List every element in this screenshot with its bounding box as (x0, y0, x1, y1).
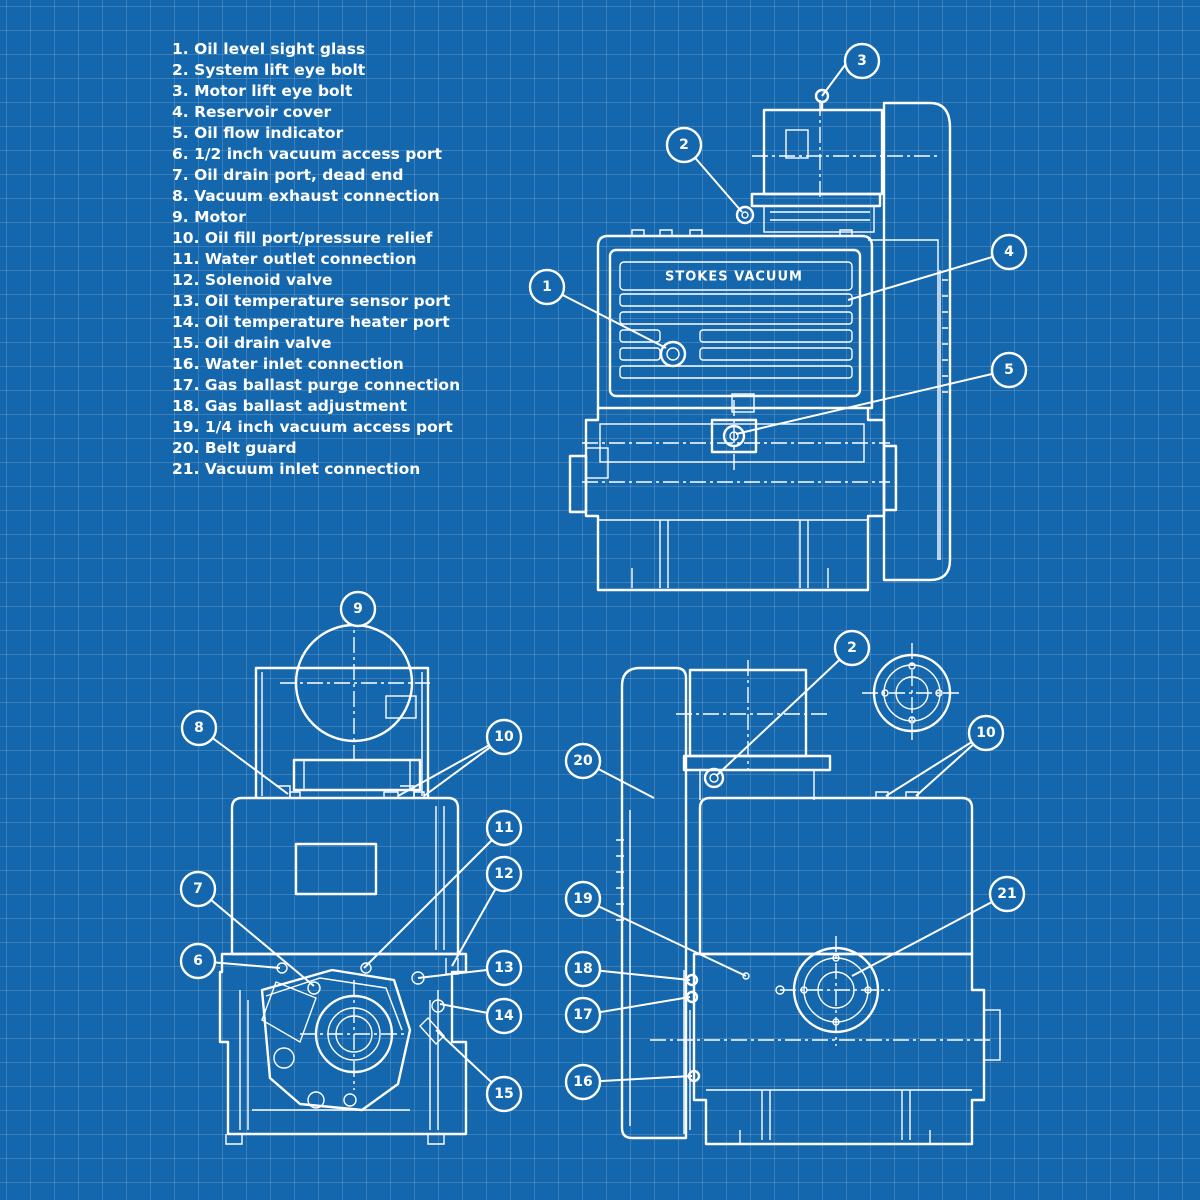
svg-text:1: 1 (542, 279, 552, 295)
legend-item: 15. Oil drain valve (172, 334, 332, 352)
callout-10b: 10 (967, 714, 1005, 752)
legend-item: 2. System lift eye bolt (172, 61, 366, 79)
legend-item: 21. Vacuum inlet connection (172, 460, 421, 478)
legend-item: 9. Motor (172, 208, 246, 226)
svg-text:4: 4 (1004, 244, 1014, 260)
callouts-left: 9 8 10 11 12 7 6 13 14 15 (179, 590, 523, 1113)
callout-15: 15 (485, 1075, 523, 1113)
legend-item: 17. Gas ballast purge connection (172, 376, 461, 394)
svg-text:14: 14 (494, 1008, 514, 1024)
svg-text:10: 10 (494, 729, 514, 745)
legend-item: 6. 1/2 inch vacuum access port (172, 145, 443, 163)
svg-text:18: 18 (573, 961, 592, 977)
callout-20: 20 (564, 742, 602, 780)
legend-item: 19. 1/4 inch vacuum access port (172, 418, 453, 436)
legend-item: 12. Solenoid valve (172, 271, 333, 289)
svg-text:21: 21 (997, 886, 1016, 902)
svg-text:12: 12 (494, 866, 513, 882)
callout-3: 3 (843, 42, 881, 80)
legend-item: 8. Vacuum exhaust connection (172, 187, 440, 205)
callout-5: 5 (990, 351, 1028, 389)
brand-label: STOKES VACUUM (665, 270, 803, 285)
callout-13: 13 (485, 949, 523, 987)
callout-9: 9 (339, 590, 377, 628)
svg-text:9: 9 (353, 601, 363, 617)
callout-18: 18 (564, 950, 602, 988)
right-side-view (616, 643, 1001, 1146)
callout-10: 10 (485, 718, 523, 756)
svg-text:10: 10 (976, 725, 996, 741)
legend-item: 5. Oil flow indicator (172, 124, 344, 142)
svg-text:16: 16 (573, 1074, 592, 1090)
svg-text:13: 13 (494, 960, 513, 976)
legend-item: 3. Motor lift eye bolt (172, 82, 353, 100)
svg-text:7: 7 (193, 881, 203, 897)
legend-item: 10. Oil fill port/pressure relief (172, 229, 433, 247)
svg-text:2: 2 (679, 137, 689, 153)
svg-text:6: 6 (193, 953, 203, 969)
front-view: STOKES VACUUM (568, 88, 952, 592)
svg-text:8: 8 (194, 720, 204, 736)
callout-17: 17 (564, 996, 602, 1034)
legend-item: 4. Reservoir cover (172, 103, 332, 121)
svg-text:11: 11 (494, 820, 513, 836)
callout-1: 1 (528, 268, 566, 306)
leader-lines (197, 60, 1010, 1095)
callout-8: 8 (180, 709, 218, 747)
legend-item: 14. Oil temperature heater port (172, 313, 450, 331)
parts-legend: 1. Oil level sight glass 2. System lift e… (172, 39, 460, 480)
svg-text:5: 5 (1004, 362, 1014, 378)
callout-14: 14 (485, 997, 523, 1035)
callout-19: 19 (564, 880, 602, 918)
legend-item: 13. Oil temperature sensor port (172, 292, 451, 310)
svg-text:17: 17 (573, 1007, 592, 1023)
callout-7: 7 (179, 870, 217, 908)
legend-item: 11. Water outlet connection (172, 250, 417, 268)
svg-text:2: 2 (847, 640, 857, 656)
legend-item: 18. Gas ballast adjustment (172, 397, 407, 415)
callout-12: 12 (485, 855, 523, 893)
callout-11: 11 (485, 809, 523, 847)
callout-4: 4 (990, 233, 1028, 271)
legend-item: 16. Water inlet connection (172, 355, 404, 373)
callout-2b: 2 (833, 629, 871, 667)
callouts-right: 2 10 20 19 21 18 17 16 (564, 629, 1026, 1101)
callout-6: 6 (179, 942, 217, 980)
left-side-view (218, 610, 468, 1145)
legend-item: 1. Oil level sight glass (172, 40, 366, 58)
callout-16: 16 (564, 1063, 602, 1101)
svg-text:3: 3 (857, 53, 867, 69)
legend-item: 20. Belt guard (172, 439, 297, 457)
svg-text:20: 20 (573, 753, 593, 769)
callout-2: 2 (665, 126, 703, 164)
svg-text:15: 15 (494, 1086, 513, 1102)
callouts-front: 1 2 3 4 5 (528, 42, 1028, 389)
svg-text:19: 19 (573, 891, 592, 907)
callout-21: 21 (988, 875, 1026, 913)
legend-item: 7. Oil drain port, dead end (172, 166, 404, 184)
